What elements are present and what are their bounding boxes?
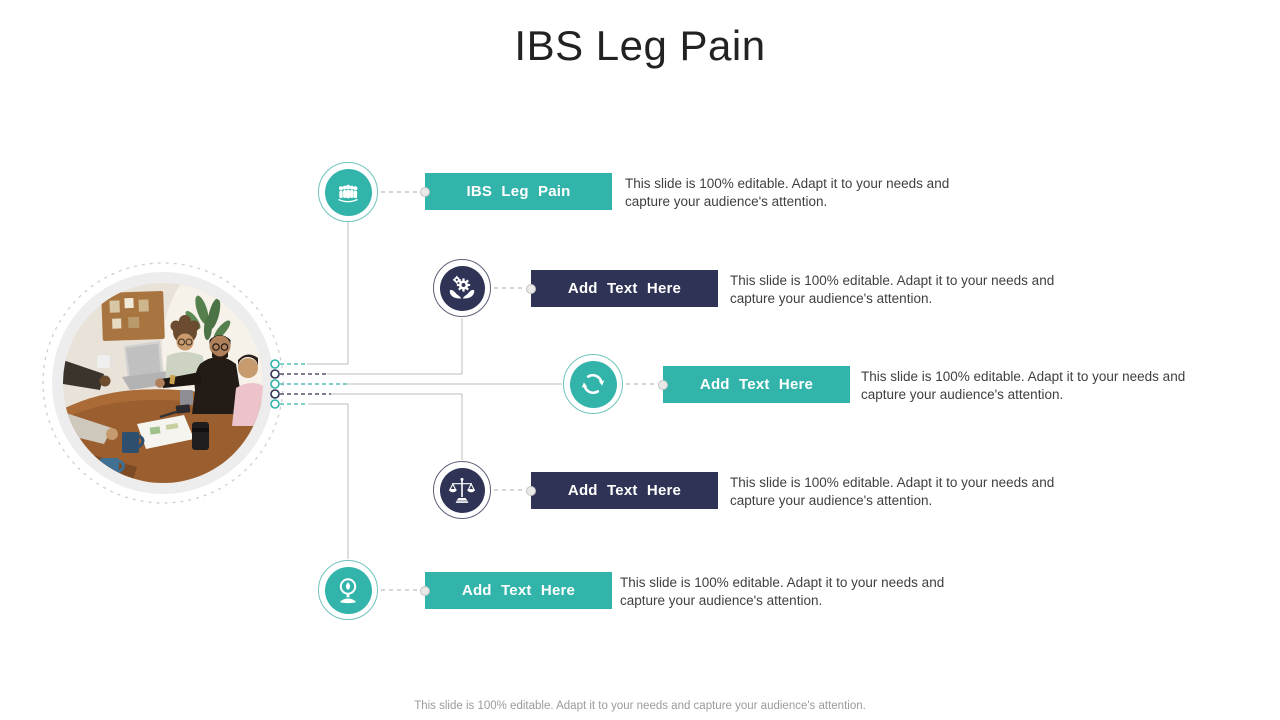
team-photo-image [42,262,284,504]
item-banner-3[interactable]: Add Text Here [658,366,850,403]
item-label-2: Add Text Here [567,280,682,297]
item-node-1 [318,162,378,222]
item-banner-5[interactable]: Add Text Here [420,572,612,609]
connector-dot [658,379,668,390]
item-label-1: IBS Leg Pain [466,183,571,200]
item-banner-1[interactable]: IBS Leg Pain [420,173,612,210]
item-description-2: This slide is 100% editable. Adapt it to… [730,273,1055,306]
item-node-3 [563,354,623,414]
item-node-5 [318,560,378,620]
item-description-3: This slide is 100% editable. Adapt it to… [861,369,1186,402]
item-node-2 [433,259,491,317]
refresh-arrows-icon [569,360,617,408]
slide-footer: This slide is 100% editable. Adapt it to… [414,700,866,712]
slide-title: IBS Leg Pain [514,22,766,69]
connector-dot [420,186,430,197]
hands-holding-gears-icon [439,265,485,311]
connector-dot [526,283,536,294]
item-node-4 [433,461,491,519]
item-label-3: Add Text Here [699,376,814,393]
team-photo [42,262,284,504]
justice-scales-icon [439,467,485,513]
connector-dot [526,485,536,496]
item-banner-4[interactable]: Add Text Here [526,472,718,509]
item-banner-2[interactable]: Add Text Here [526,270,718,307]
item-description-4: This slide is 100% editable. Adapt it to… [730,475,1055,508]
item-label-5: Add Text Here [461,582,576,599]
item-description-1: This slide is 100% editable. Adapt it to… [625,176,950,209]
connector-dot [420,585,430,596]
item-label-4: Add Text Here [567,482,682,499]
gauge-on-stand-icon [324,566,372,614]
item-description-5: This slide is 100% editable. Adapt it to… [620,575,945,608]
people-group-icon [324,168,372,216]
